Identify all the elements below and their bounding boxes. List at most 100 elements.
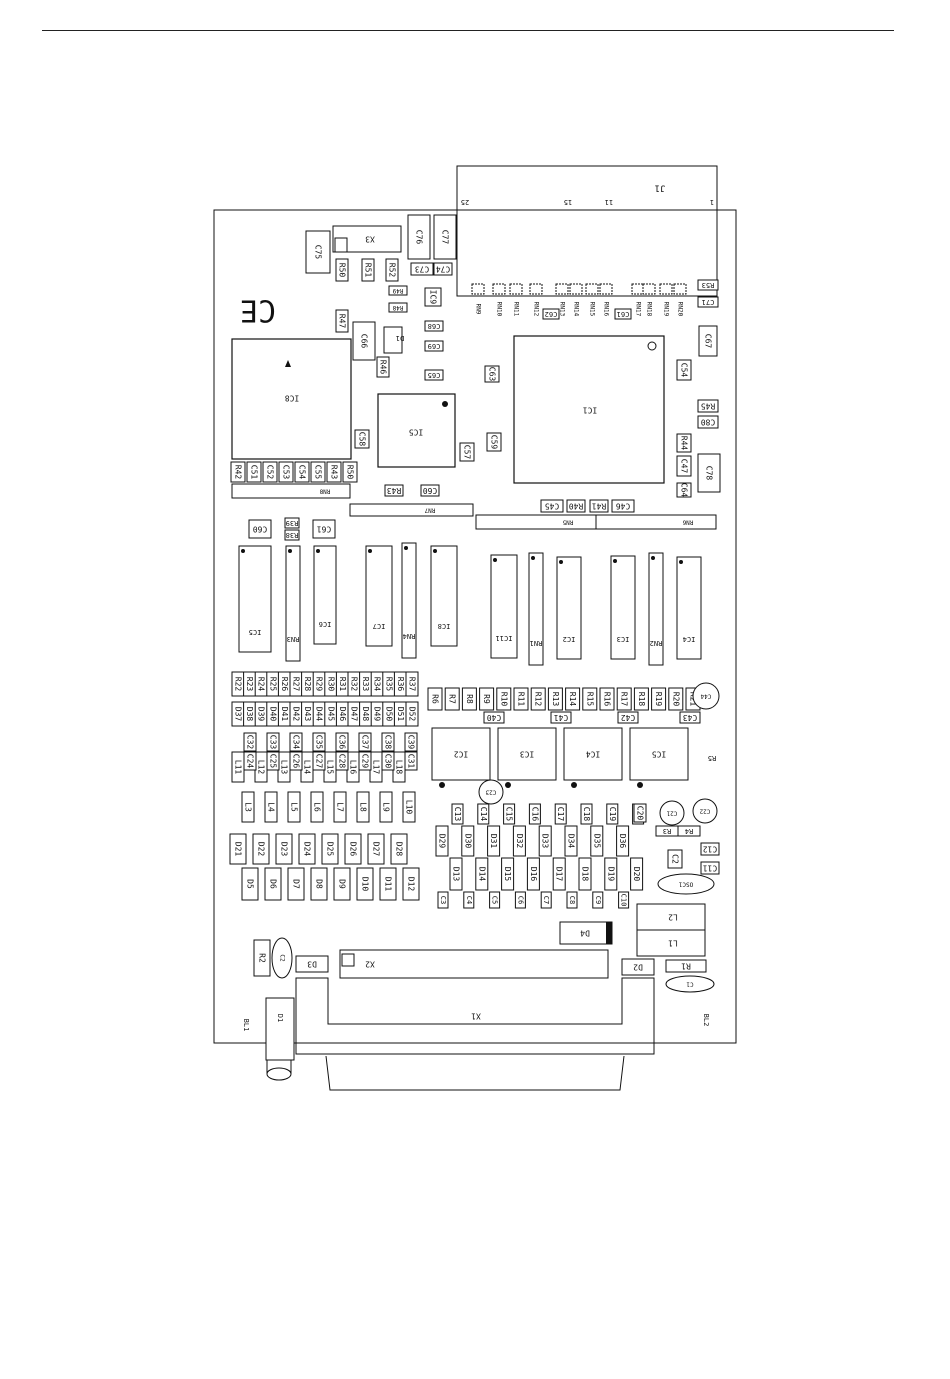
- component-label-c4: C4: [465, 896, 473, 904]
- component-label-c16: C16: [530, 807, 539, 822]
- component-label-c2: C2: [671, 854, 680, 864]
- component-label-r41: R41: [592, 502, 607, 511]
- component-label-r38: R38: [286, 531, 299, 539]
- component-d25: [321, 833, 339, 865]
- pin1-dot: [404, 546, 408, 550]
- tall-component-rn3: [285, 545, 301, 662]
- component-d23: [275, 833, 293, 865]
- pin1-dot: [493, 558, 497, 562]
- tall-component-ic5: [238, 545, 272, 653]
- power-ic-ic4: [563, 727, 623, 781]
- component-c17: [554, 803, 567, 825]
- component-label-r34: R34: [373, 677, 382, 692]
- component-label-c18: C18: [582, 807, 591, 822]
- oscillator-osc1-label: OSC1: [678, 881, 693, 888]
- component-l6: [310, 791, 324, 823]
- component-label-c26: C26: [292, 754, 301, 769]
- component-label-c24: C24: [246, 754, 255, 769]
- component-label-c80: C80: [701, 418, 716, 427]
- component-r37: [405, 671, 419, 697]
- component-label-l17: L17: [372, 760, 381, 775]
- component-c36: [335, 732, 349, 752]
- component-c69: [424, 340, 444, 352]
- component-d20: [630, 857, 644, 891]
- component-label-d45: D45: [326, 707, 335, 722]
- rn-strip-rn11: [509, 283, 523, 295]
- component-label-l15: L15: [326, 760, 335, 775]
- electrolytic-c22-label: C22: [699, 808, 710, 815]
- component-label-d46: D46: [338, 707, 347, 722]
- component-c45: [540, 499, 564, 513]
- component-label-l8: L8: [359, 802, 368, 812]
- ic1-pin1-marker: [647, 341, 657, 351]
- component-label-d47: D47: [350, 707, 359, 722]
- component-label-c34: C34: [292, 735, 301, 750]
- component-label-d13: D13: [452, 867, 461, 882]
- component-d52: [405, 701, 419, 727]
- component-label-r36: R36: [396, 677, 405, 692]
- component-d24: [298, 833, 316, 865]
- component-label-c19: C19: [608, 807, 617, 822]
- component-c46: [611, 499, 635, 513]
- component-c60: [420, 484, 440, 497]
- component-c74: [433, 262, 453, 276]
- component-c16: [528, 803, 541, 825]
- component-label-c59: C59: [490, 435, 499, 450]
- resistor-network-rn9: RN9: [475, 304, 482, 315]
- component-label-c74: C74: [436, 265, 451, 274]
- component-l7: [333, 791, 347, 823]
- component-label-d18: D18: [581, 867, 590, 882]
- component-d19: [604, 857, 618, 891]
- component-label-l6: L6: [313, 802, 322, 812]
- relay-x3-label: X3: [365, 235, 375, 244]
- component-c6: [514, 891, 526, 909]
- ce-mark: CE: [240, 293, 276, 328]
- component-label-c5: C5: [491, 896, 499, 904]
- capacitor-c1: [665, 975, 715, 993]
- resistor-network-rn16: RN16: [603, 302, 610, 317]
- component-c75: [305, 230, 331, 274]
- component-r17: [616, 687, 632, 711]
- component-c54: [294, 461, 310, 483]
- component-label-c41: C41: [554, 713, 569, 722]
- connector-j1-pin-label: 1: [710, 198, 714, 206]
- component-label-c53: C53: [282, 465, 291, 480]
- resistor-network-rn13: RN13: [559, 302, 566, 317]
- component-label-d19: D19: [606, 867, 615, 882]
- component-label-c14: C14: [479, 807, 488, 822]
- pin1-dot: [368, 549, 372, 553]
- rn-strip-rn9: [471, 283, 485, 295]
- component-l10: [402, 791, 416, 823]
- connector-x2: [339, 949, 609, 979]
- capacitor-c1-label: C1: [686, 981, 694, 988]
- component-d18: [578, 857, 592, 891]
- component-c68: [424, 320, 444, 332]
- component-label-d31: D31: [489, 834, 498, 849]
- component-label-r3: R3: [663, 827, 671, 835]
- component-label-c60: C60: [423, 486, 438, 495]
- component-label-r24: R24: [257, 677, 266, 692]
- component-label-l13: L13: [280, 760, 289, 775]
- component-label-c10: C10: [620, 894, 628, 907]
- component-label-l5: L5: [290, 802, 299, 812]
- component-d36: [616, 825, 630, 857]
- component-c78: [697, 453, 721, 493]
- component-r53: [697, 279, 719, 291]
- component-r44: [676, 433, 692, 453]
- component-c52: [262, 461, 278, 483]
- electrolytic-c21: [659, 800, 685, 826]
- component-label-d49: D49: [373, 707, 382, 722]
- connector-j1-pin-label: 11: [605, 198, 613, 206]
- component-label-c20: C20: [636, 806, 645, 821]
- header-rule: [42, 30, 894, 31]
- component-label-r16: R16: [603, 692, 612, 707]
- pin1-dot: [288, 549, 292, 553]
- component-label-c33: C33: [269, 735, 278, 750]
- component-label-d44: D44: [315, 707, 324, 722]
- component-r14: [565, 687, 581, 711]
- component-label-r40: R40: [569, 502, 584, 511]
- tall-component-label-rn2: RN2: [650, 639, 663, 647]
- component-label-c62: C62: [545, 310, 558, 318]
- component-label-c47: C47: [680, 459, 689, 474]
